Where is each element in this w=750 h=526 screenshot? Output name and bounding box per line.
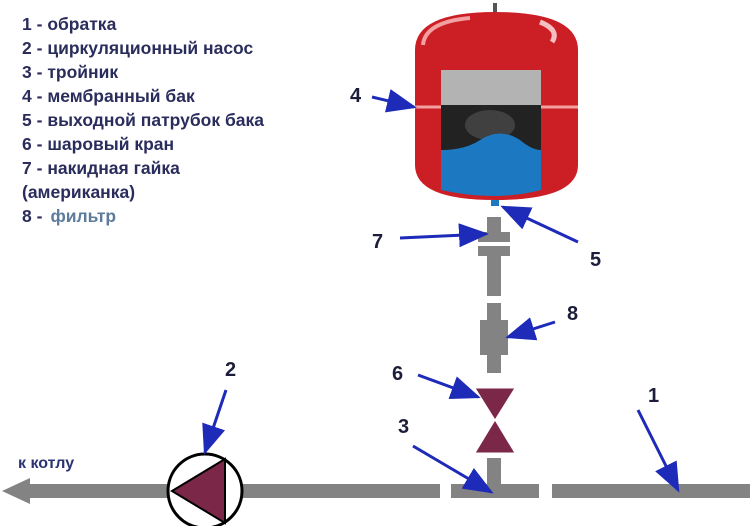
legend-text: фильтр: [50, 206, 117, 226]
legend-num: 5 -: [22, 110, 43, 130]
legend-num: 4 -: [22, 86, 43, 106]
flow-label: к котлу: [18, 455, 74, 472]
tee-branch: [487, 458, 501, 488]
callout-1: 1: [648, 385, 659, 407]
legend-item-6: 6 - шаровый кран: [22, 132, 264, 156]
legend-text: циркуляционный насос: [47, 38, 254, 58]
ball-valve: [474, 387, 516, 454]
legend-num: 7 -: [22, 158, 43, 178]
callout-5: 5: [590, 249, 601, 271]
legend-item-7: 7 - накидная гайка: [22, 156, 264, 180]
legend-item-2: 2 - циркуляционный насос: [22, 36, 264, 60]
legend: 1 - обратка 2 - циркуляционный насос 3 -…: [22, 12, 264, 228]
union-nut: [478, 217, 510, 296]
filter: [480, 303, 508, 373]
main-pipe: [2, 478, 750, 504]
legend-item-4: 4 - мембранный бак: [22, 84, 264, 108]
callout-7: 7: [372, 231, 383, 253]
legend-item-5: 5 - выходной патрубок бака: [22, 108, 264, 132]
legend-num: 1 -: [22, 14, 43, 34]
legend-text: (американка): [22, 182, 136, 202]
legend-text: мембранный бак: [47, 86, 195, 106]
legend-num: 3 -: [22, 62, 43, 82]
legend-item-8: 8 - фильтр: [22, 204, 264, 228]
legend-text: обратка: [47, 14, 117, 34]
legend-num: 2 -: [22, 38, 43, 58]
legend-num: 6 -: [22, 134, 43, 154]
legend-text: выходной патрубок бака: [47, 110, 264, 130]
legend-text: тройник: [47, 62, 119, 82]
legend-num: 8 -: [22, 206, 43, 226]
callout-2: 2: [225, 359, 236, 381]
legend-text: шаровый кран: [47, 134, 175, 154]
callout-8: 8: [567, 303, 578, 325]
legend-item-7-cont: (американка): [22, 180, 264, 204]
callout-6: 6: [392, 363, 403, 385]
circulation-pump: [166, 452, 244, 526]
tee: [451, 484, 539, 498]
membrane-tank: [415, 3, 578, 206]
legend-item-3: 3 - тройник: [22, 60, 264, 84]
legend-item-1: 1 - обратка: [22, 12, 264, 36]
callout-arrows: [202, 89, 680, 494]
legend-text: накидная гайка: [47, 158, 180, 178]
callout-3: 3: [398, 416, 409, 438]
callout-4: 4: [350, 85, 362, 107]
